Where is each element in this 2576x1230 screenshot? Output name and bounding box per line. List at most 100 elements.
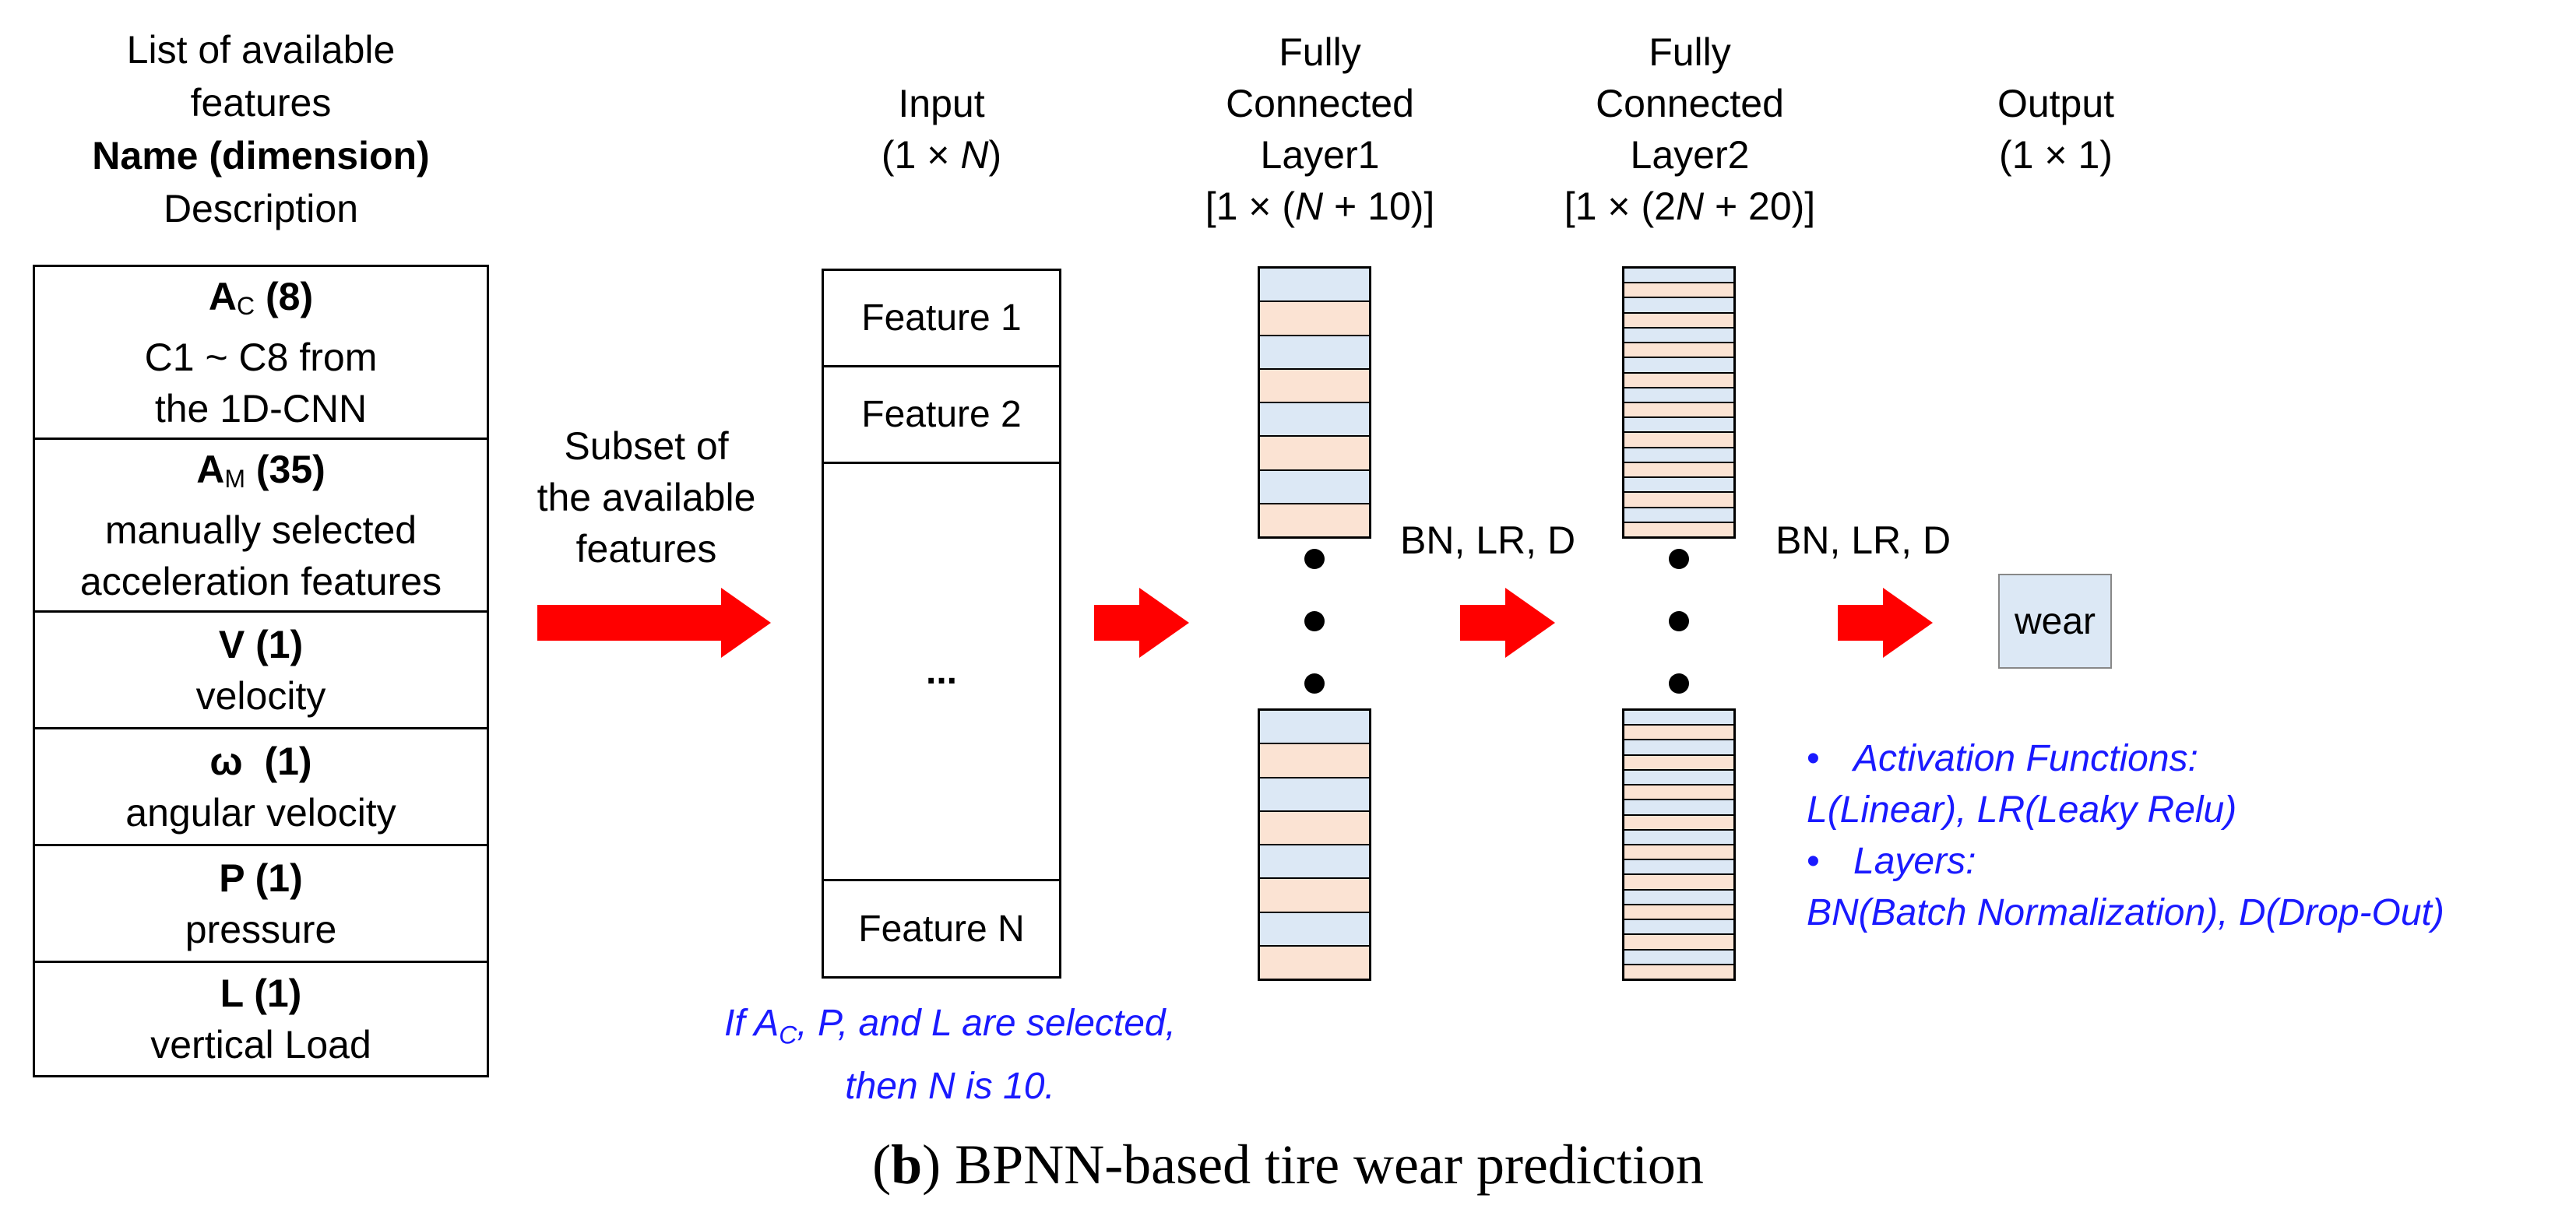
subset-label: Subset of the available features — [522, 420, 771, 575]
feature-name: A — [208, 274, 237, 318]
input-dim-post: ) — [988, 133, 1002, 177]
features-header: List of available features Name (dimensi… — [0, 23, 522, 235]
layer-neuron-cell — [1624, 522, 1733, 536]
arrow-to-fc2-icon — [1460, 588, 1555, 658]
input-cell: Feature 1 — [824, 271, 1059, 367]
layer-neuron-cell — [1624, 770, 1733, 785]
layer-neuron-cell — [1624, 905, 1733, 919]
layer-neuron-cell — [1260, 879, 1369, 912]
feature-desc: velocity — [195, 673, 326, 718]
feature-desc: pressure — [185, 907, 337, 951]
arrow-to-output-icon — [1838, 588, 1933, 658]
legend-item-activation: •Activation Functions: — [1807, 733, 2570, 785]
input-header: Input (1 × N) — [822, 78, 1061, 181]
figure-caption: (b) BPNN-based tire wear prediction — [0, 1133, 2576, 1197]
feature-name-sub: M — [224, 464, 245, 493]
layer-neuron-cell — [1624, 418, 1733, 432]
fc2-dot-icon — [1669, 611, 1689, 631]
layer-neuron-cell — [1624, 935, 1733, 949]
fc1-title-line3: Layer1 — [1260, 133, 1380, 177]
fc1-dim-post: + 10)] — [1323, 184, 1435, 228]
layer-neuron-cell — [1624, 433, 1733, 447]
feature-row-omega: ω (1) angular velocity — [35, 729, 487, 846]
layer-neuron-cell — [1260, 269, 1369, 301]
layer-neuron-cell — [1624, 740, 1733, 754]
layer-neuron-cell — [1260, 778, 1369, 810]
input-note-pre: If A — [724, 1003, 779, 1044]
layer-neuron-cell — [1624, 726, 1733, 740]
legend: •Activation Functions: L(Linear), LR(Lea… — [1807, 733, 2570, 939]
layer-neuron-cell — [1624, 800, 1733, 814]
feature-desc: C1 ~ C8 from — [144, 335, 378, 379]
feature-dim: (1) — [245, 622, 304, 666]
layer-neuron-cell — [1624, 965, 1733, 979]
feature-dim: (1) — [242, 739, 312, 783]
feature-dim: (1) — [243, 972, 302, 1015]
legend-bullet: • — [1807, 738, 1820, 779]
fc2-dot-icon — [1669, 549, 1689, 569]
fc2-dot-icon — [1669, 673, 1689, 694]
layer-neuron-cell — [1624, 815, 1733, 829]
features-header-line3: Name (dimension) — [92, 134, 430, 177]
legend-item-layers: •Layers: — [1807, 836, 2570, 887]
layer-neuron-cell — [1624, 508, 1733, 522]
layer-neuron-cell — [1260, 403, 1369, 436]
edge-label-fc2-output: BN, LR, D — [1775, 518, 1951, 562]
layer-neuron-cell — [1260, 369, 1369, 402]
layer-neuron-cell — [1624, 845, 1733, 859]
input-cell: Feature 2 — [824, 367, 1059, 464]
feature-row-l: L (1) vertical Load — [35, 963, 487, 1075]
fc2-dim-post: + 20)] — [1704, 184, 1816, 228]
feature-desc: angular velocity — [125, 790, 396, 835]
layer-neuron-cell — [1624, 890, 1733, 904]
input-note-post: , P, and L are selected, — [797, 1003, 1176, 1044]
input-cell: Feature N — [858, 908, 1025, 950]
fc1-dot-icon — [1304, 611, 1325, 631]
legend-bullet: • — [1807, 841, 1820, 882]
layer-neuron-cell — [1260, 711, 1369, 743]
layer-neuron-cell — [1260, 811, 1369, 844]
feature-row-p: P (1) pressure — [35, 846, 487, 963]
input-dim-pre: (1 × — [881, 133, 961, 177]
layer-neuron-cell — [1260, 744, 1369, 777]
layer-neuron-cell — [1260, 845, 1369, 878]
fc2-dim-var: N — [1675, 184, 1705, 228]
fc1-title-line1: Fully — [1279, 30, 1361, 74]
layer-neuron-cell — [1624, 493, 1733, 507]
output-dim: (1 × 1) — [1999, 133, 2113, 177]
layer-neuron-cell — [1624, 755, 1733, 769]
fc1-header: Fully Connected Layer1 [1 × (N + 10)] — [1164, 26, 1476, 232]
layer-neuron-cell — [1624, 373, 1733, 387]
fc2-top-stack — [1622, 266, 1736, 539]
subset-label-line3: features — [575, 527, 717, 571]
layer-neuron-cell — [1624, 448, 1733, 462]
layer-neuron-cell — [1624, 860, 1733, 874]
subset-label-line1: Subset of — [564, 424, 729, 468]
legend-item2-detail: BN(Batch Normalization), D(Drop-Out) — [1807, 892, 2444, 933]
feature-row-ac: AC (8) C1 ~ C8 from the 1D-CNN — [35, 267, 487, 440]
fc2-dim-pre: [1 × (2 — [1564, 184, 1676, 228]
caption-label: b — [891, 1133, 923, 1196]
legend-item1-detail: L(Linear), LR(Leaky Relu) — [1807, 789, 2237, 831]
arrow-to-fc1-icon — [1094, 588, 1189, 658]
fc1-dot-icon — [1304, 673, 1325, 694]
input-dim-var: N — [960, 133, 989, 177]
edge-label-fc1-fc2: BN, LR, D — [1400, 518, 1576, 562]
feature-desc: acceleration features — [79, 559, 442, 603]
layer-neuron-cell — [1624, 343, 1733, 357]
input-ellipsis: ... — [824, 464, 1059, 881]
layer-neuron-cell — [1624, 298, 1733, 312]
layer-neuron-cell — [1260, 946, 1369, 979]
feature-row-am: AM (35) manually selected acceleration f… — [35, 440, 487, 613]
layer-neuron-cell — [1624, 830, 1733, 844]
input-title: Input — [898, 82, 985, 125]
fc1-dot-icon — [1304, 549, 1325, 569]
layer-neuron-cell — [1260, 336, 1369, 368]
input-vector: Feature 1 Feature 2 ... Feature N — [822, 269, 1061, 979]
fc1-dim: [1 × (N + 10)] — [1164, 181, 1476, 232]
layer-neuron-cell — [1260, 437, 1369, 469]
arrow-to-input-icon — [537, 588, 771, 658]
layer-neuron-cell — [1624, 402, 1733, 417]
input-note-sub: C — [779, 1021, 797, 1049]
feature-name: L — [220, 972, 244, 1015]
